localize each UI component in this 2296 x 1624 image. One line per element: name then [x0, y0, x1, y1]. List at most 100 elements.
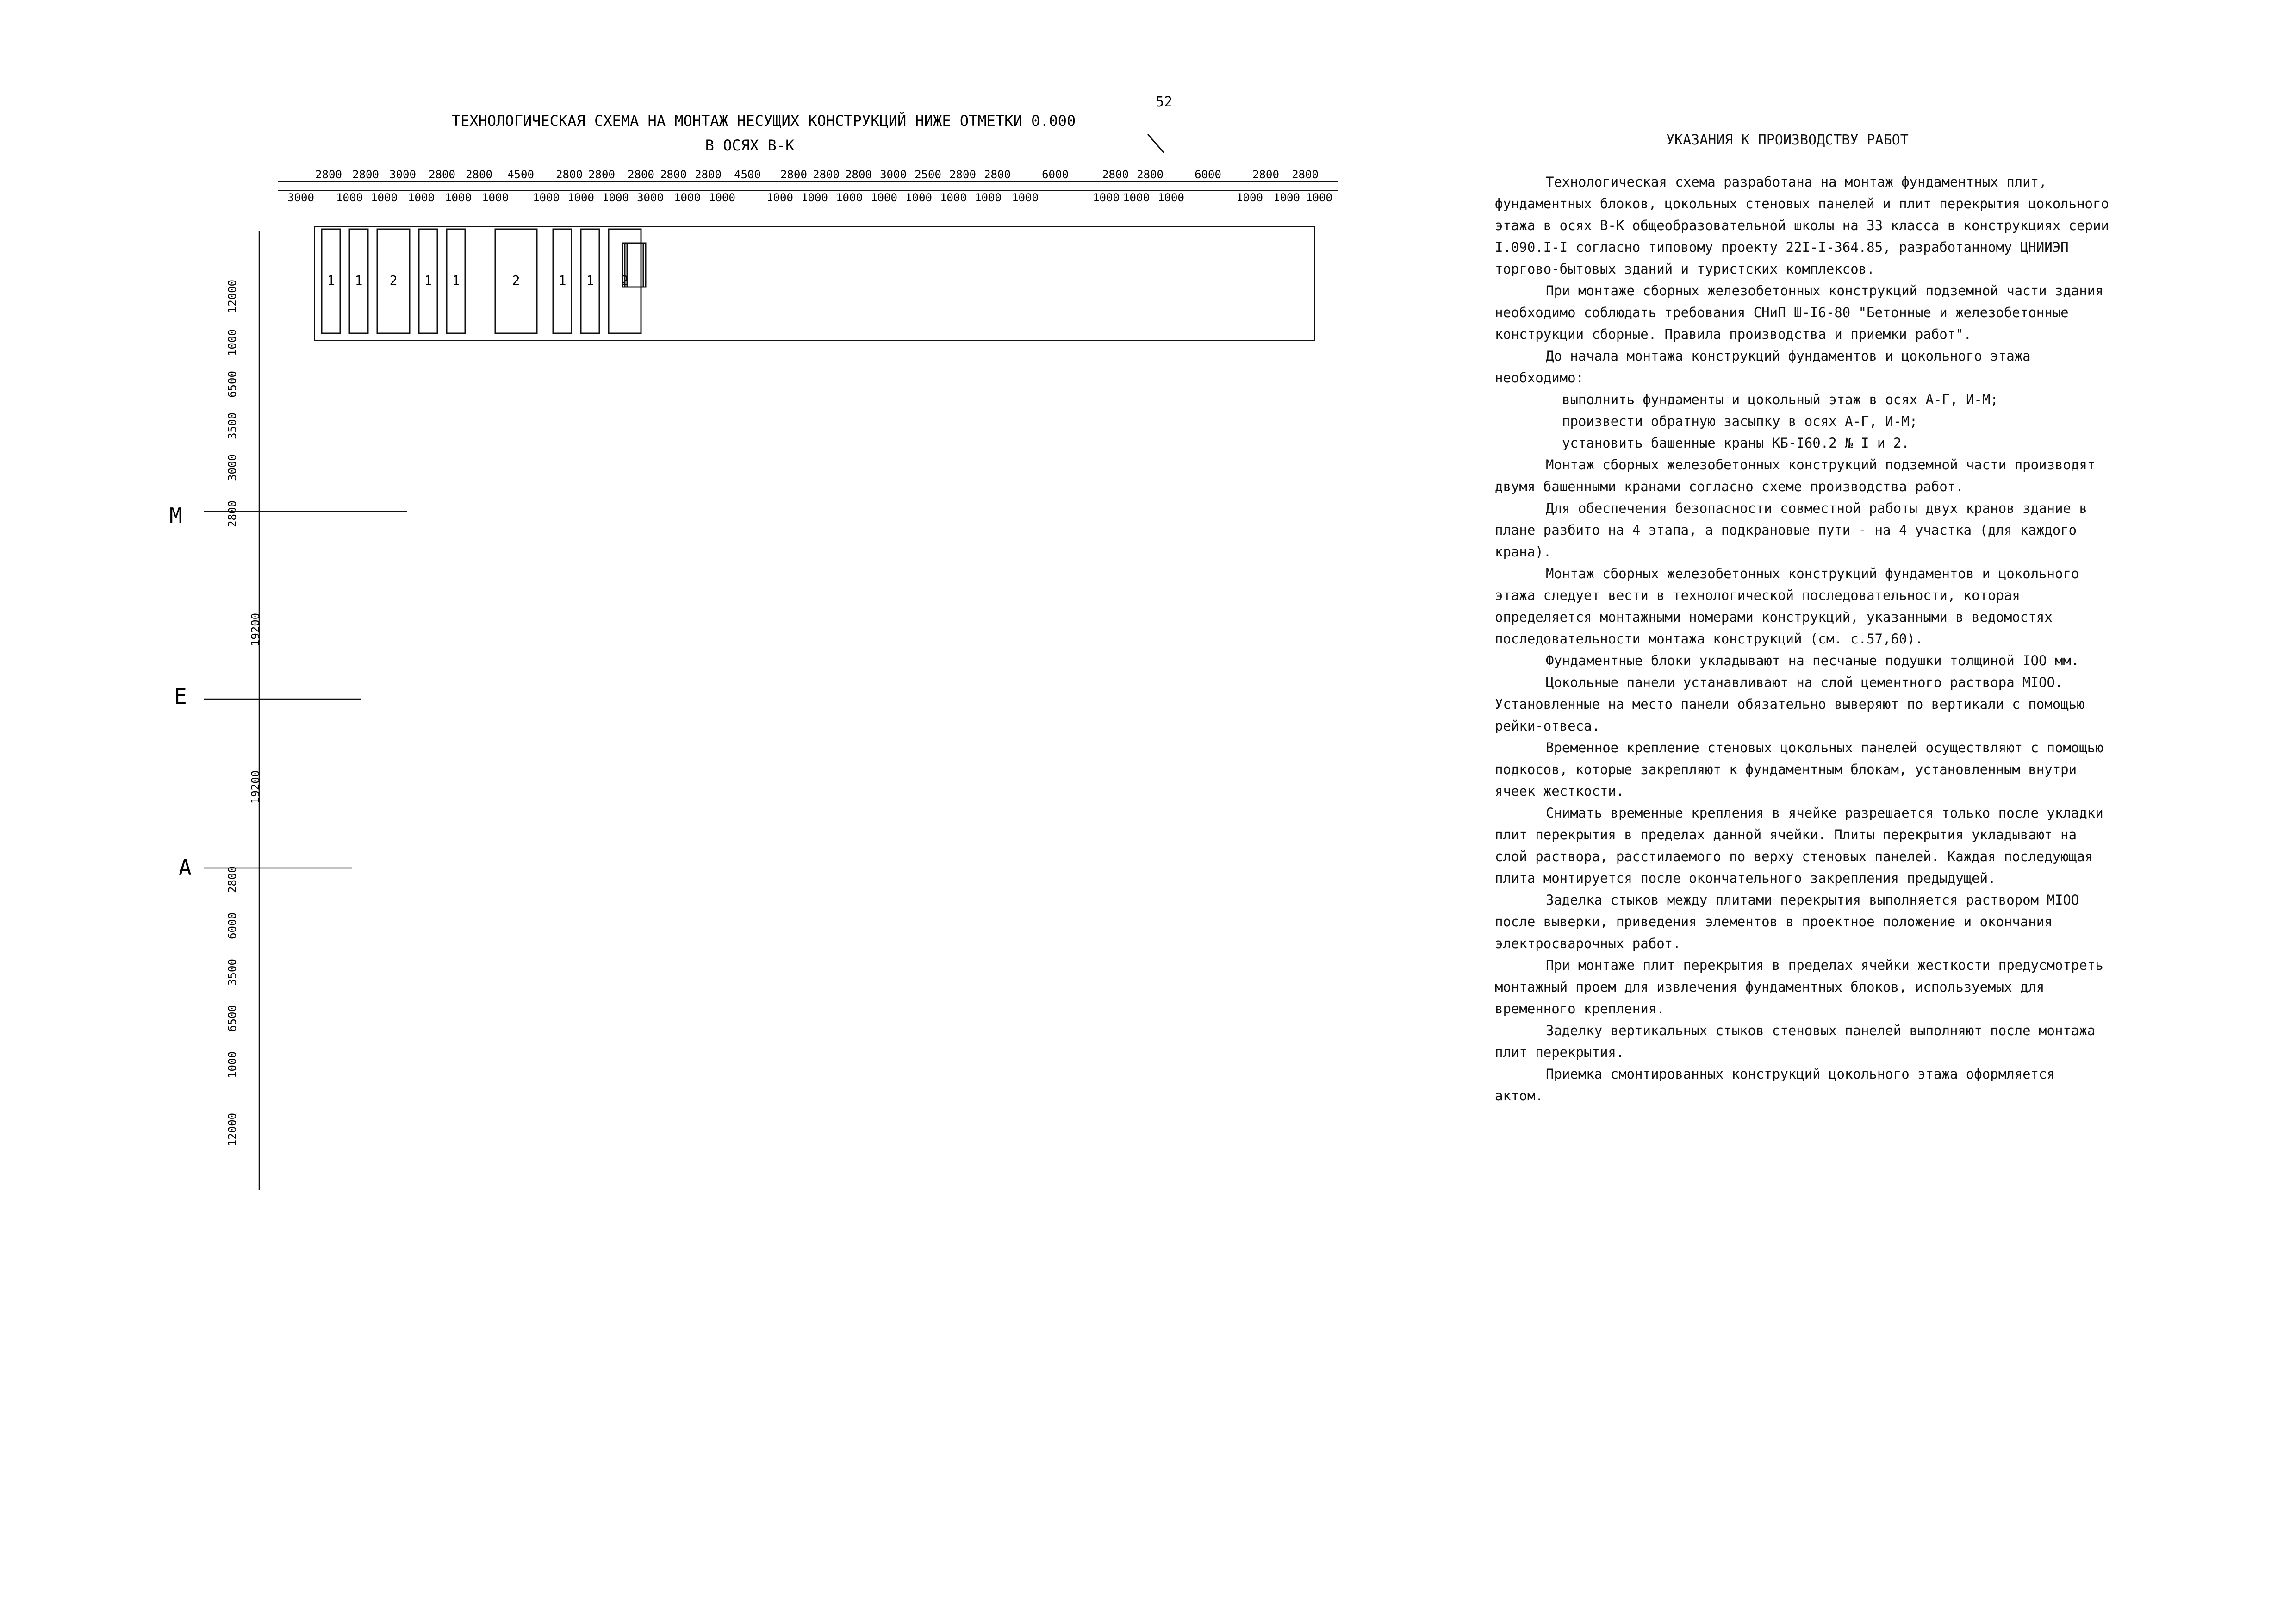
dim-label: 6000: [1195, 168, 1221, 181]
dim-label: 2800: [845, 168, 872, 181]
dim-label: 1000: [1123, 191, 1150, 204]
dim-label: 1000: [336, 191, 363, 204]
dim-label: 3000: [287, 191, 314, 204]
dim-label: 2800: [352, 168, 379, 181]
dim-label: 1000: [975, 191, 1002, 204]
dim-label: 12000: [226, 1113, 239, 1146]
storage-mark: 1: [559, 273, 566, 288]
instructions-list-item: установить башенные краны КБ-I60.2 № I и…: [1562, 435, 1910, 451]
dim-label: 2800: [466, 168, 492, 181]
instructions-paragraph: Снимать временные крепления в ячейке раз…: [1495, 805, 2103, 886]
dim-label: 2800: [813, 168, 840, 181]
dim-label: 2800: [556, 168, 583, 181]
dim-label: 1000: [1236, 191, 1263, 204]
dim-label: 6000: [226, 912, 239, 939]
dim-label: 3000: [226, 454, 239, 481]
diagram-subtitle: В ОСЯХ В-К: [705, 137, 795, 154]
dim-label: 1000: [602, 191, 629, 204]
dim-label: 1000: [445, 191, 472, 204]
dim-label: 6500: [226, 371, 239, 398]
dim-label: 2800: [226, 500, 239, 527]
dim-label: 1000: [940, 191, 967, 204]
dim-label: 2800: [1137, 168, 1164, 181]
dim-label: 2800: [695, 168, 722, 181]
dim-label: 1000: [1012, 191, 1039, 204]
top-dimension-chain: 2800 2800 3000 2800 2800 4500 2800 2800 …: [315, 168, 1319, 181]
dim-label: 1000: [871, 191, 897, 204]
dim-label: 2800: [984, 168, 1011, 181]
dim-label: 3000: [880, 168, 907, 181]
dim-label: 1000: [226, 1051, 239, 1078]
dim-label: 2800: [628, 168, 654, 181]
dim-label: 1000: [567, 191, 594, 204]
dim-label: 1000: [905, 191, 932, 204]
instructions-paragraph: Заделка стыков между плитами перекрытия …: [1495, 892, 2079, 951]
dim-label: 2800: [1102, 168, 1129, 181]
dim-label: 3000: [637, 191, 664, 204]
instructions-paragraph: Монтаж сборных железобетонных конструкци…: [1495, 457, 2096, 494]
instructions-paragraph: При монтаже сборных железобетонных конст…: [1495, 283, 2103, 342]
dim-label: 6000: [1042, 168, 1069, 181]
left-axis-labels: М Е А: [169, 503, 192, 880]
storage-mark: 1: [424, 273, 432, 288]
instructions-list-item: выполнить фундаменты и цокольный этаж в …: [1562, 392, 1998, 407]
instructions-paragraph: Заделку вертикальных стыков стеновых пан…: [1495, 1023, 2096, 1060]
dim-label: 3500: [226, 412, 239, 439]
dim-label: 2500: [915, 168, 941, 181]
dim-label: 1000: [226, 329, 239, 356]
instructions-paragraph: Технологическая схема разработана на мон…: [1495, 174, 2109, 277]
left-dimension-chain: 12000 1000 6500 3500 3000 2800 19200 192…: [226, 280, 262, 1146]
dim-label: 2800: [429, 168, 455, 181]
dim-label: 2800: [226, 866, 239, 893]
storage-mark: 2: [512, 273, 520, 288]
dim-label: 2800: [660, 168, 687, 181]
dim-label: 2800: [780, 168, 807, 181]
dim-label: 1000: [766, 191, 793, 204]
dim-label: 12000: [226, 280, 239, 313]
instructions-paragraph: Цокольные панели устанавливают на слой ц…: [1495, 675, 2085, 734]
dim-label: 1000: [1093, 191, 1120, 204]
storage-mark: 1: [327, 273, 335, 288]
dim-label: 2800: [1252, 168, 1279, 181]
dim-label: 1000: [836, 191, 863, 204]
dim-label: 1000: [801, 191, 828, 204]
dim-label: 1000: [1157, 191, 1184, 204]
dim-label: 1000: [533, 191, 560, 204]
instructions-text: Технологическая схема разработана на мон…: [1495, 171, 2110, 1107]
dim-label: 1000: [371, 191, 398, 204]
dim-label: 1000: [482, 191, 509, 204]
dim-label: 1000: [408, 191, 435, 204]
page-number: 52: [1156, 94, 1172, 110]
dim-label: 1000: [674, 191, 701, 204]
storage-mark: 2: [390, 273, 398, 288]
top-storage-row: 1 1 2 1 1 2 1 1 2: [314, 226, 1315, 341]
dim-label: 19200: [249, 613, 262, 646]
instructions-paragraph: При монтаже плит перекрытия в пределах я…: [1495, 957, 2103, 1017]
top-dimension-sub-chain: 3000 1000 1000 1000 1000 1000 1000 1000 …: [287, 191, 1332, 204]
dim-label: 3000: [389, 168, 416, 181]
axis-label-m: М: [169, 503, 182, 528]
instructions-paragraph: Временное крепление стеновых цокольных п…: [1495, 740, 2103, 799]
dim-label: 2800: [1292, 168, 1319, 181]
dim-label: 2800: [949, 168, 976, 181]
instructions-list-item: произвести обратную засыпку в осях А-Г, …: [1562, 413, 1918, 429]
instructions-paragraph: До начала монтажа конструкций фундаменто…: [1495, 348, 2031, 386]
dim-label: 3500: [226, 959, 239, 986]
dim-label: 1000: [1306, 191, 1332, 204]
dim-label: 1000: [1273, 191, 1300, 204]
diagram-title: ТЕХНОЛОГИЧЕСКАЯ СХЕМА НА МОНТАЖ НЕСУЩИХ …: [452, 112, 1076, 130]
dim-label: 4500: [734, 168, 761, 181]
instructions-title: УКАЗАНИЯ К ПРОИЗВОДСТВУ РАБОТ: [1666, 132, 1909, 148]
instructions-paragraph: Монтаж сборных железобетонных конструкци…: [1495, 566, 2079, 647]
dim-label: 4500: [507, 168, 534, 181]
dim-label: 6500: [226, 1005, 239, 1032]
instructions-paragraph: Приемка смонтированных конструкций цокол…: [1495, 1066, 2055, 1104]
dim-label: 2800: [588, 168, 615, 181]
axis-label-a: А: [179, 855, 192, 880]
dim-label: 1000: [709, 191, 735, 204]
instructions-paragraph: Фундаментные блоки укладывают на песчаны…: [1546, 653, 2079, 668]
instructions-paragraph: Для обеспечения безопасности совместной …: [1495, 500, 2087, 560]
storage-mark: 1: [586, 273, 594, 288]
axis-label-e: Е: [174, 684, 187, 709]
